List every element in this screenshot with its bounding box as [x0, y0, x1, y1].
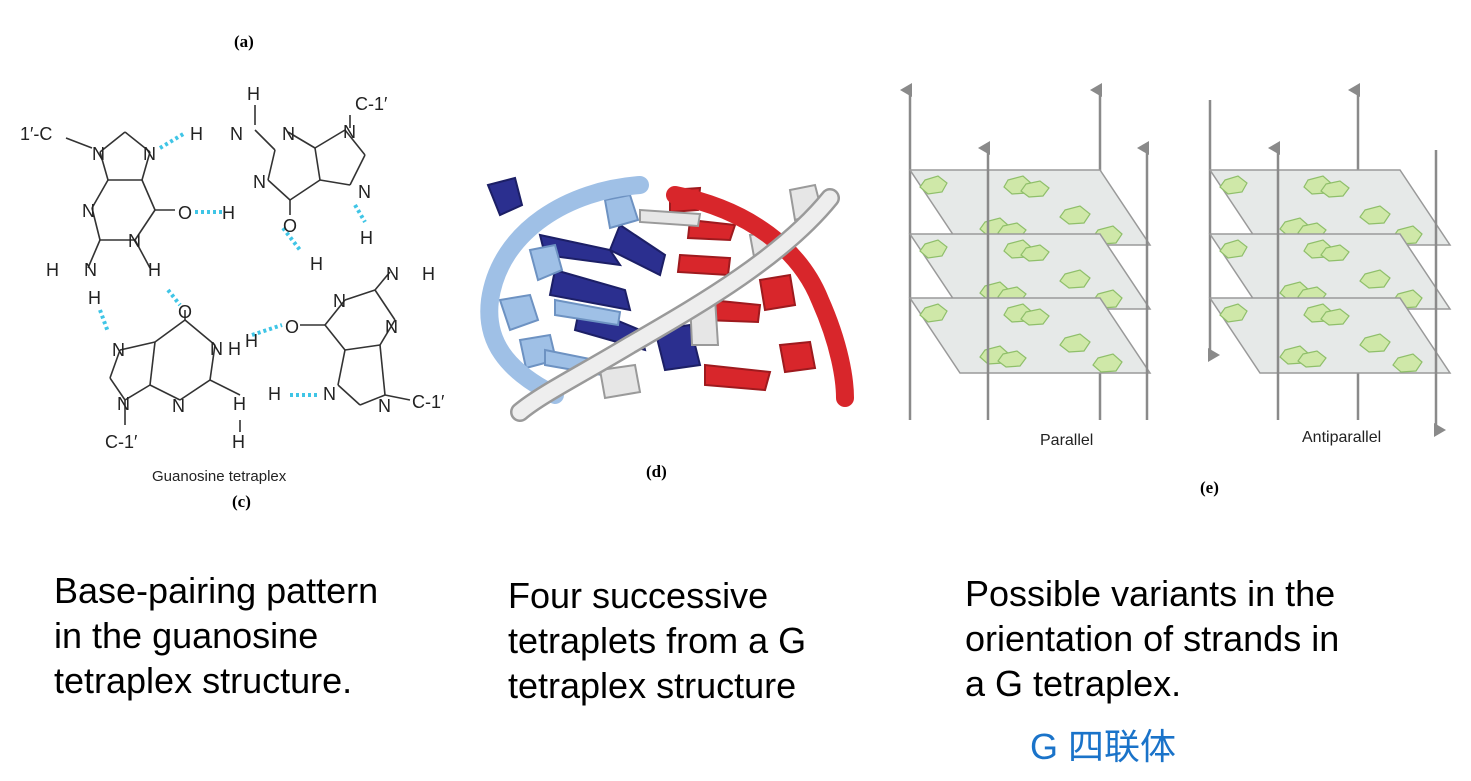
- svg-text:C-1′: C-1′: [105, 432, 138, 452]
- panel-label-c: (c): [232, 492, 251, 511]
- chinese-term-g-quadruplex: G 四联体: [1030, 726, 1177, 767]
- svg-text:H: H: [228, 339, 241, 359]
- svg-text:N: N: [385, 317, 398, 337]
- svg-text:O: O: [178, 203, 192, 223]
- svg-text:N: N: [378, 396, 391, 416]
- svg-text:H: H: [46, 260, 59, 280]
- svg-text:O: O: [283, 216, 297, 236]
- svg-text:C-1′: C-1′: [412, 392, 445, 412]
- svg-text:N: N: [210, 339, 223, 359]
- svg-text:H: H: [148, 260, 161, 280]
- svg-text:H: H: [360, 228, 373, 248]
- svg-text:N: N: [358, 182, 371, 202]
- red-backbone: [666, 186, 854, 407]
- panel-strand-orientation: Parallel Antiparallel (e): [880, 0, 1471, 520]
- panel-successive-tetraplets: (d): [460, 0, 880, 520]
- svg-text:N: N: [82, 201, 95, 221]
- svg-text:1′-C: 1′-C: [20, 124, 52, 144]
- svg-text:H: H: [88, 288, 101, 308]
- svg-text:H: H: [222, 203, 235, 223]
- svg-text:N: N: [128, 231, 141, 251]
- svg-text:H: H: [310, 254, 323, 274]
- svg-text:N: N: [343, 122, 356, 142]
- svg-text:N: N: [117, 394, 130, 414]
- panel-label-e: (e): [1200, 478, 1219, 497]
- svg-text:O: O: [285, 317, 299, 337]
- caption-successive-tetraplets: Four successive tetraplets from a G tetr…: [508, 575, 807, 706]
- svg-text:H: H: [268, 384, 281, 404]
- parallel-label: Parallel: [1040, 432, 1093, 449]
- guanosine-tetraplex-structure: 1′-C N N N N O H H N H H H H N N N C-1′ …: [20, 84, 445, 452]
- tetraplex-ribbon-model: [480, 176, 854, 422]
- caption-base-pairing: Base-pairing pattern in the guanosine te…: [54, 570, 379, 701]
- svg-text:N: N: [112, 340, 125, 360]
- antiparallel-diagram: Antiparallel: [1208, 83, 1451, 446]
- svg-text:N: N: [253, 172, 266, 192]
- svg-text:H: H: [422, 264, 435, 284]
- svg-text:N: N: [333, 291, 346, 311]
- svg-text:N: N: [92, 144, 105, 164]
- panel-label-d: (d): [646, 462, 667, 481]
- svg-text:N: N: [84, 260, 97, 280]
- antiparallel-label: Antiparallel: [1302, 429, 1381, 446]
- caption-strand-variants: Possible variants in the orientation of …: [965, 573, 1340, 704]
- svg-text:N: N: [143, 144, 156, 164]
- light-blue-backbone: [480, 176, 649, 404]
- panel-label-a: (a): [234, 32, 254, 51]
- parallel-diagram: Parallel: [900, 83, 1151, 449]
- structure-title: Guanosine tetraplex: [152, 468, 287, 485]
- svg-text:N: N: [323, 384, 336, 404]
- strand-orientation-diagram: Parallel Antiparallel: [900, 83, 1451, 449]
- svg-text:H: H: [232, 432, 245, 452]
- svg-text:H: H: [247, 84, 260, 104]
- svg-text:N: N: [386, 264, 399, 284]
- svg-text:H: H: [233, 394, 246, 414]
- svg-text:H: H: [245, 331, 258, 351]
- svg-text:N: N: [282, 124, 295, 144]
- svg-text:C-1′: C-1′: [355, 94, 388, 114]
- svg-text:N: N: [230, 124, 243, 144]
- panel-guanosine-tetraplex: (a): [0, 0, 460, 520]
- svg-text:H: H: [190, 124, 203, 144]
- svg-text:O: O: [178, 302, 192, 322]
- svg-text:N: N: [172, 396, 185, 416]
